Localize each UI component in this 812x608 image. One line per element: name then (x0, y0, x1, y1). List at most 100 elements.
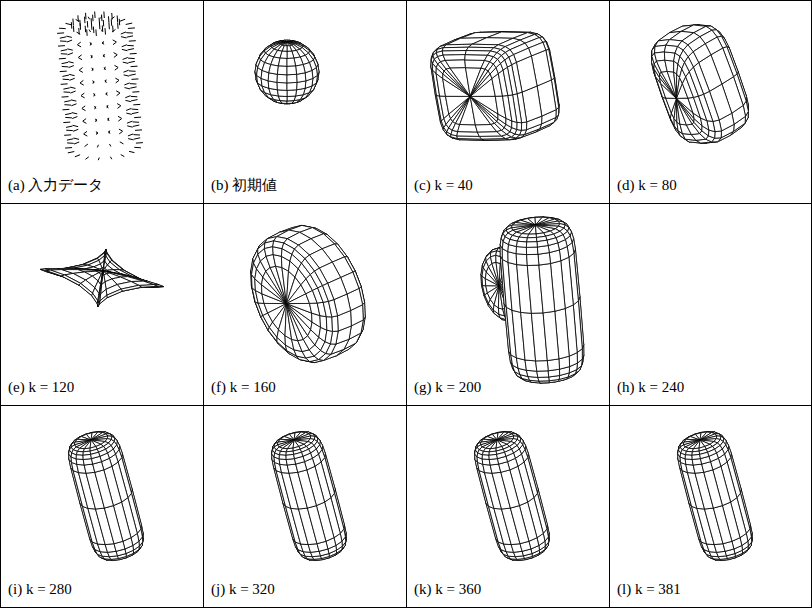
normal-tick (127, 49, 133, 50)
normal-tick (68, 62, 73, 63)
normal-tick (95, 119, 96, 121)
normal-tick (64, 134, 71, 135)
mesh-face (664, 52, 675, 61)
normal-tick (77, 45, 81, 47)
normal-tick (130, 53, 137, 54)
wireframe-shape (431, 32, 559, 141)
normal-tick (68, 53, 73, 55)
normal-tick (131, 66, 138, 67)
normal-tick (61, 83, 68, 84)
normal-tick (112, 26, 113, 32)
normal-tick (92, 68, 93, 71)
normal-tick (133, 121, 140, 122)
normal-tick (74, 138, 79, 139)
normal-tick (105, 28, 106, 34)
normal-tick (59, 28, 66, 29)
normal-tick (89, 30, 90, 32)
normal-tick (126, 32, 133, 33)
mesh-face (98, 301, 100, 307)
mesh-face (287, 58, 296, 66)
mesh-face (685, 57, 694, 72)
mesh-face (661, 71, 676, 98)
normal-tick (78, 55, 81, 58)
normal-tick (117, 104, 121, 106)
mesh-face (62, 275, 81, 285)
normal-tick (115, 68, 118, 71)
normal-tick (125, 88, 130, 89)
normal-tick (85, 26, 86, 32)
normal-tick (84, 17, 85, 23)
normal-tick (71, 100, 76, 101)
normal-tick (101, 15, 102, 21)
normal-tick (66, 23, 71, 24)
normal-tick (59, 58, 66, 59)
normal-tick (84, 131, 87, 134)
normal-tick (77, 42, 80, 45)
normal-tick (102, 42, 103, 44)
normal-tick (117, 22, 118, 28)
normal-tick (81, 96, 85, 98)
normal-tick (94, 12, 95, 18)
normal-tick (128, 27, 135, 28)
mesh-face (501, 60, 508, 70)
normal-tick (123, 57, 128, 59)
normal-tick (62, 62, 68, 63)
normal-tick (103, 12, 104, 18)
normal-tick (124, 83, 129, 85)
normal-tick (133, 104, 140, 105)
normal-tick (73, 125, 78, 126)
wireframe-shape (255, 40, 319, 104)
mesh-face (517, 122, 522, 130)
normal-tick (61, 53, 68, 54)
normal-tick (126, 113, 131, 114)
mesh-face (277, 90, 287, 97)
wireframe-shape (251, 225, 365, 362)
normal-tick (71, 22, 72, 28)
normal-tick (111, 19, 112, 25)
normal-tick (125, 96, 130, 98)
mesh-face (655, 52, 665, 61)
mesh-face (503, 67, 512, 95)
normal-tick (114, 53, 118, 55)
normal-tick (66, 36, 71, 37)
normal-tick (134, 117, 141, 118)
normal-tick (109, 131, 110, 133)
wireframe-shape (652, 25, 749, 143)
normal-tick (91, 55, 92, 57)
normal-tick (113, 40, 117, 42)
normal-tick (129, 70, 136, 71)
input-normals (57, 12, 143, 161)
mesh-face (287, 82, 297, 90)
mesh-face (443, 55, 465, 61)
normal-tick (109, 144, 110, 146)
normal-tick (128, 139, 133, 140)
normal-tick (64, 101, 71, 102)
mesh-face (516, 225, 535, 234)
normal-tick (115, 78, 119, 80)
normal-tick (130, 83, 137, 84)
normal-tick (66, 126, 72, 127)
normal-tick (102, 41, 103, 44)
normal-tick (131, 96, 138, 97)
normal-tick (94, 94, 95, 97)
mesh-face (465, 55, 488, 61)
normal-tick (108, 119, 109, 121)
normal-tick (116, 80, 119, 83)
normal-tick (132, 112, 138, 113)
normal-tick (95, 29, 96, 35)
normal-tick (105, 80, 106, 83)
mesh-face (269, 65, 279, 75)
mesh-face (286, 304, 312, 323)
mesh-face (529, 42, 546, 56)
normal-tick (123, 62, 128, 63)
normal-tick (97, 145, 98, 148)
normal-tick (126, 23, 132, 24)
normal-tick (128, 61, 135, 62)
normal-tick (80, 83, 84, 85)
mesh-face (121, 285, 141, 291)
normal-tick (96, 131, 97, 133)
mesh-face (320, 316, 327, 331)
normal-tick (73, 25, 74, 31)
normal-tick (92, 68, 93, 70)
normal-tick (63, 88, 70, 89)
